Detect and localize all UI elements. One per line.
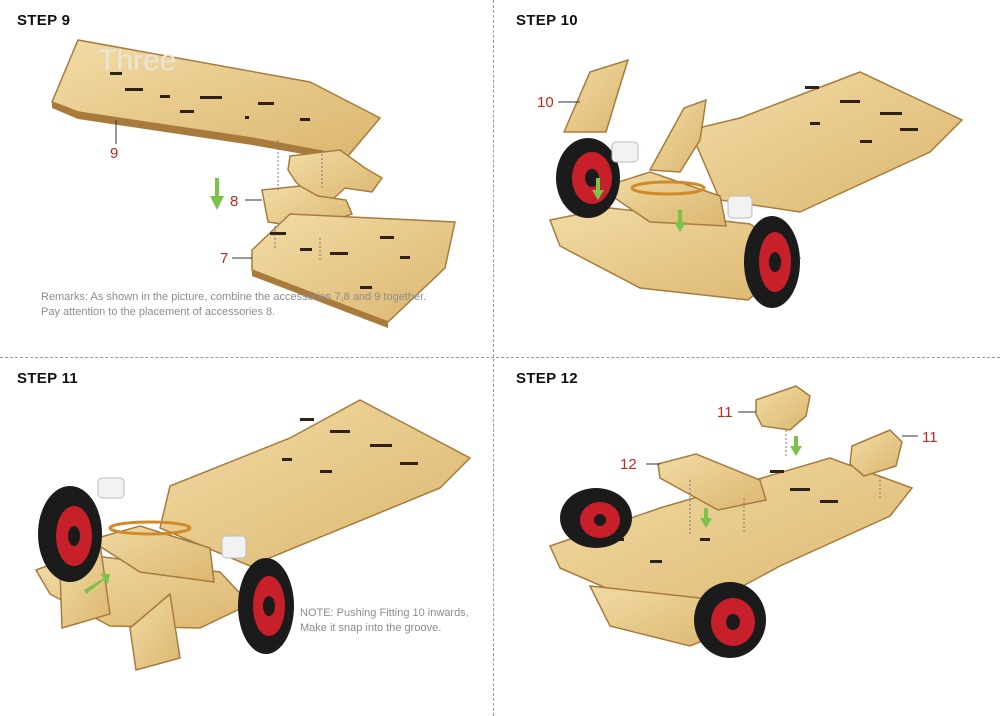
push-arrow-icon xyxy=(84,574,110,594)
wheel-right xyxy=(238,558,294,654)
callout-12: 12 xyxy=(620,456,637,473)
remark-line-1: Remarks: As shown in the picture, combin… xyxy=(41,291,427,303)
wheel-left xyxy=(556,138,620,218)
step-10-title: STEP 10 xyxy=(516,12,578,29)
step-11-illustration xyxy=(34,399,472,671)
callout-10: 10 xyxy=(537,94,554,111)
plate-7 xyxy=(251,213,456,323)
down-arrow-icon xyxy=(592,178,686,232)
step-11-title: STEP 11 xyxy=(17,370,79,387)
vertical-divider xyxy=(493,0,494,716)
watermark-text: Three xyxy=(98,44,177,77)
down-arrow-icon xyxy=(700,436,802,528)
wheel-left xyxy=(38,486,102,582)
step-9-panel: STEP 9 xyxy=(0,0,500,358)
wheel-right xyxy=(694,582,766,658)
note-line-2: Make it snap into the groove. xyxy=(300,622,442,634)
step-12-panel: STEP 12 xyxy=(500,358,1000,716)
down-arrow-icon xyxy=(210,178,224,210)
step-9-title: STEP 9 xyxy=(17,12,71,29)
step-12-illustration xyxy=(548,385,918,658)
remark-line-2: Pay attention to the placement of access… xyxy=(41,306,276,318)
horizontal-divider xyxy=(0,357,1000,358)
part-12 xyxy=(657,453,767,511)
callout-11-top: 11 xyxy=(717,404,733,421)
step-11-panel: STEP 11 N xyxy=(0,358,500,716)
part-11-top xyxy=(755,385,811,431)
step-10-panel: STEP 10 xyxy=(500,0,1000,358)
callout-7: 7 xyxy=(220,250,229,267)
part-8 xyxy=(261,149,384,239)
wheel-right xyxy=(744,216,800,308)
step-9-illustration xyxy=(51,39,456,328)
step-10-illustration xyxy=(548,58,964,308)
note-line-1: NOTE: Pushing Fitting 10 inwards, xyxy=(300,607,469,619)
callout-11-right: 11 xyxy=(922,429,938,446)
part-10 xyxy=(562,58,630,133)
step-12-title: STEP 12 xyxy=(516,370,578,387)
part-11-right xyxy=(849,429,903,477)
callout-8: 8 xyxy=(230,193,239,210)
callout-9: 9 xyxy=(110,145,119,162)
wheel-left xyxy=(560,488,632,548)
